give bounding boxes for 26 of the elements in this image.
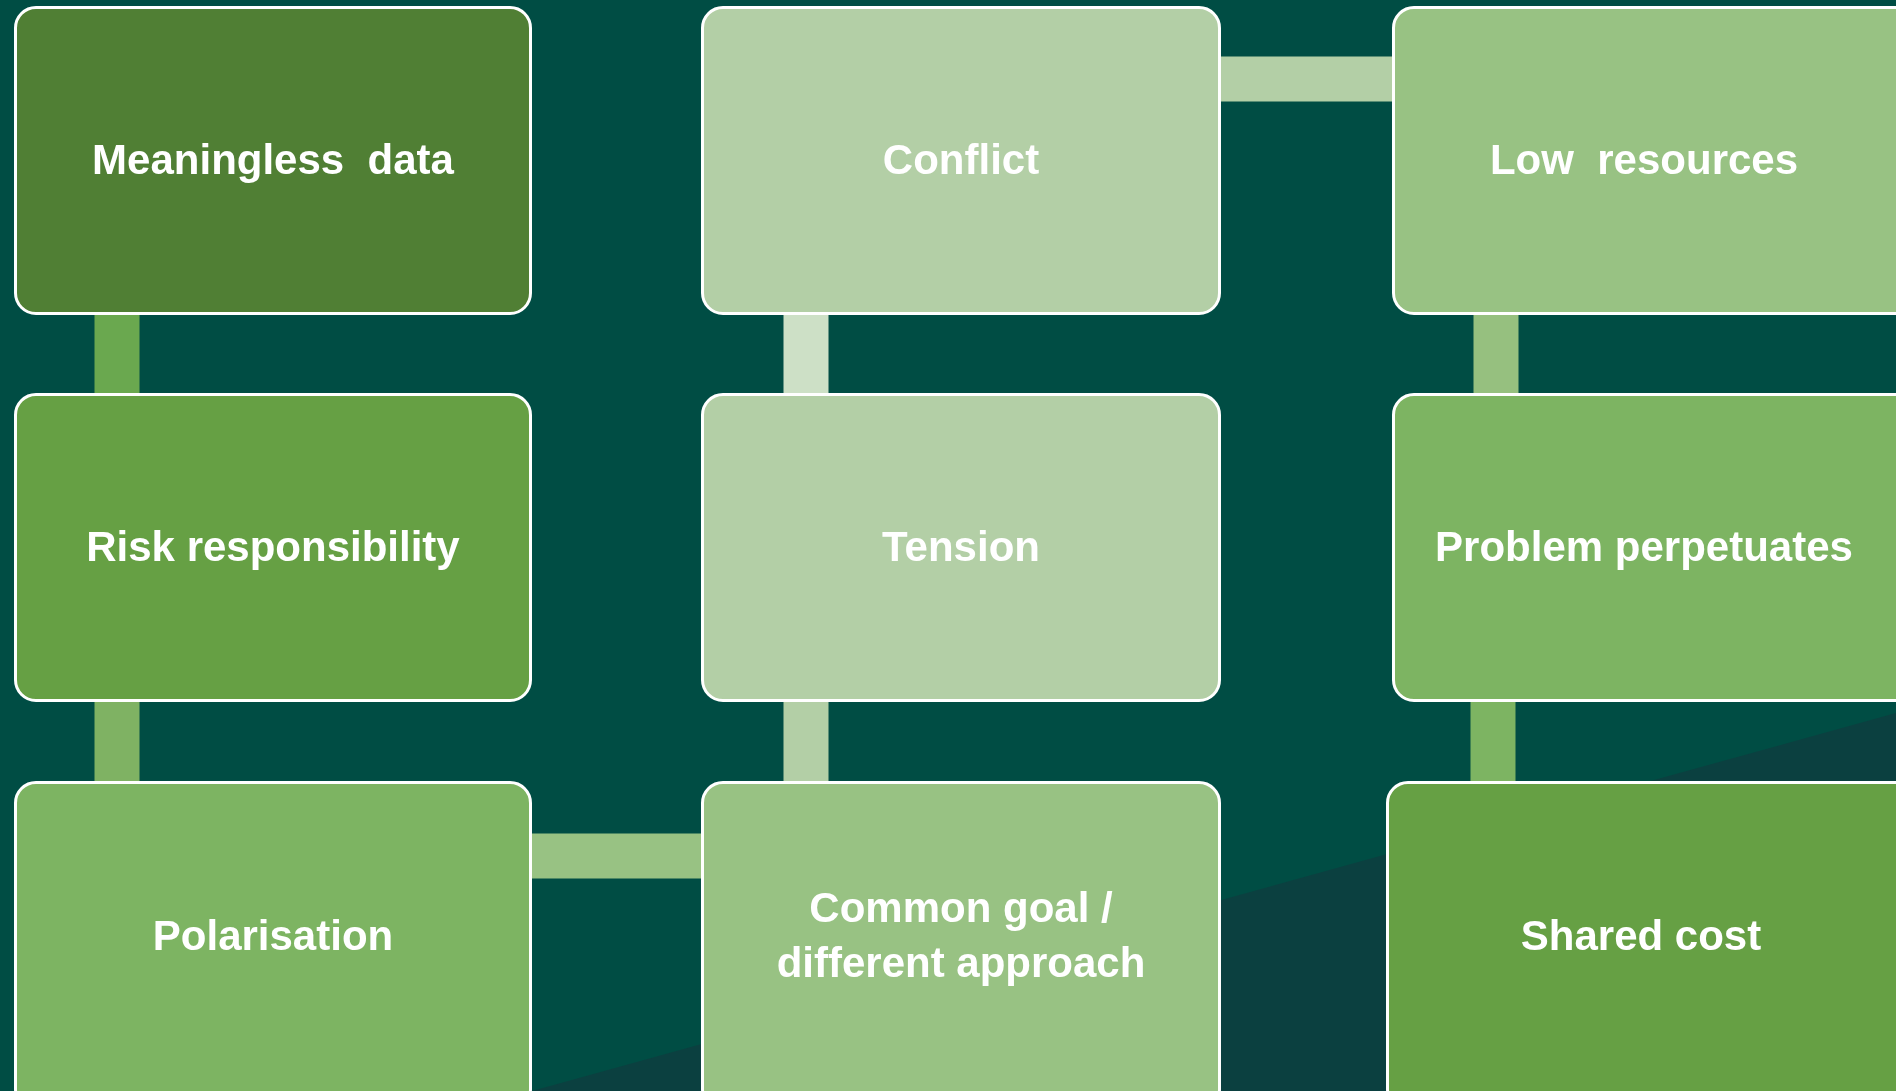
box-label: Polarisation [152,910,394,961]
process-box [701,781,1221,1091]
connector [1473,315,1519,393]
connector [783,702,829,781]
box-label: Tension [882,522,1040,573]
box-label: Shared cost [1520,910,1762,961]
process-box [701,6,1221,315]
connector [94,315,140,393]
process-box [1386,781,1896,1091]
process-box [14,781,532,1091]
box-label: Risk responsibility [86,522,460,573]
connector [94,702,140,781]
connector [783,315,829,393]
process-box [14,6,532,315]
box-label: Problem perpetuates [1435,522,1853,573]
connector [532,833,701,879]
box-label: Low resources [1489,135,1799,186]
box-label: Common goal / different approach [775,883,1147,988]
box-label: Conflict [882,135,1040,186]
connector [1221,56,1392,102]
process-box [1392,6,1896,315]
box-label: Meaningless data [92,135,454,186]
connector [1470,702,1516,781]
process-box [701,393,1221,702]
process-box [14,393,532,702]
process-box [1392,393,1896,702]
